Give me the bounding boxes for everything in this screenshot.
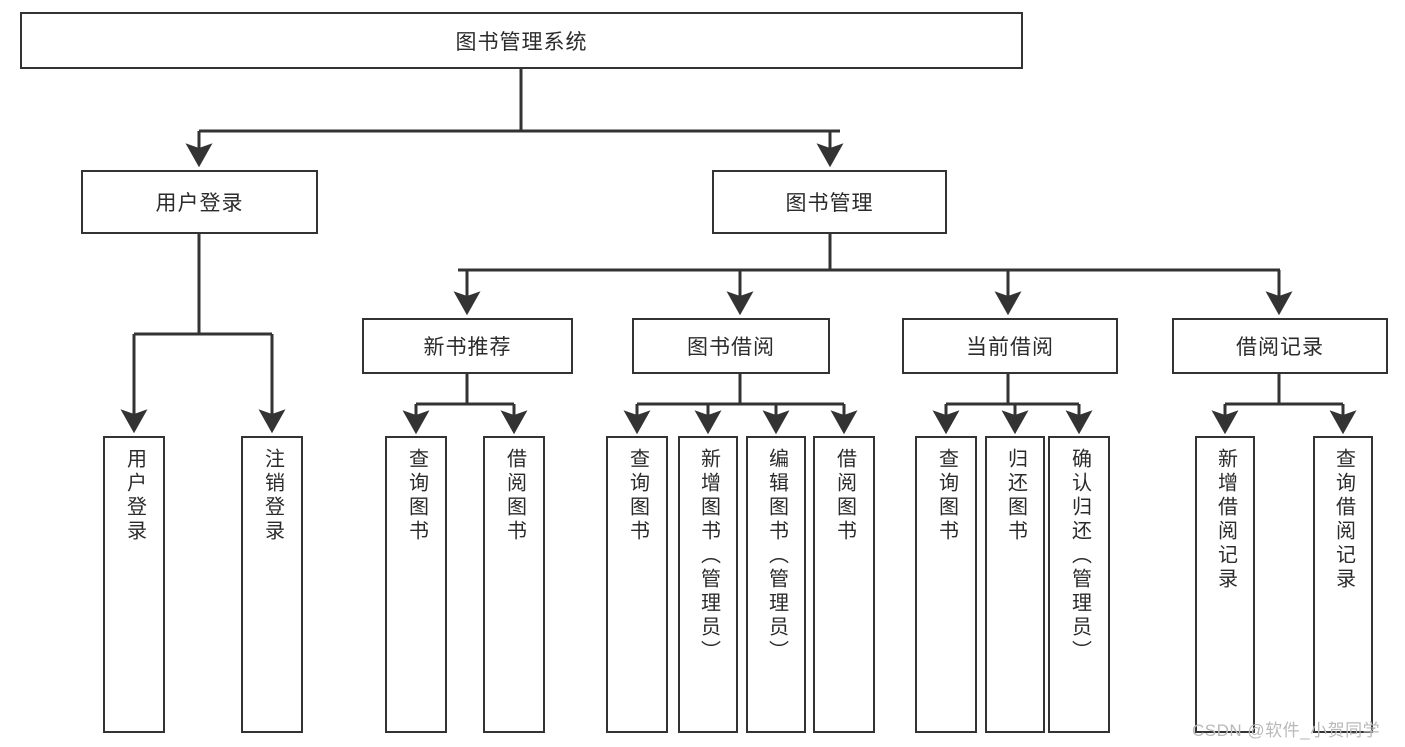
leaf-add-book[interactable]: 新增图书（管理员）: [678, 436, 738, 733]
node-book-borrow-label: 图书借阅: [687, 336, 775, 359]
leaf-add-book-label: 新增图书（管理员）: [697, 448, 720, 664]
leaf-edit-book-label: 编辑图书（管理员）: [765, 448, 788, 664]
leaf-query-book-rec[interactable]: 查询图书: [385, 436, 447, 733]
leaf-return-book-label: 归还图书: [1004, 448, 1027, 544]
leaf-add-record[interactable]: 新增借阅记录: [1195, 436, 1255, 733]
leaf-confirm-return-label: 确认归还（管理员）: [1068, 448, 1091, 664]
node-user-login[interactable]: 用户登录: [81, 170, 318, 234]
leaf-query-book-cur[interactable]: 查询图书: [915, 436, 977, 733]
node-book-manage-label: 图书管理: [785, 192, 874, 215]
leaf-borrow-book-rec-label: 借阅图书: [503, 448, 526, 544]
node-root-label: 图书管理系统: [455, 30, 588, 54]
node-book-manage[interactable]: 图书管理: [712, 170, 947, 234]
node-borrow-record[interactable]: 借阅记录: [1172, 318, 1388, 374]
node-current-borrow-label: 当前借阅: [966, 336, 1054, 359]
leaf-user-login[interactable]: 用户登录: [103, 436, 165, 733]
node-borrow-record-label: 借阅记录: [1236, 336, 1324, 359]
node-current-borrow[interactable]: 当前借阅: [902, 318, 1118, 374]
node-new-book-recommend[interactable]: 新书推荐: [362, 318, 573, 374]
leaf-logout[interactable]: 注销登录: [241, 436, 303, 733]
leaf-user-login-label: 用户登录: [123, 448, 146, 544]
leaf-query-book-rec-label: 查询图书: [405, 448, 428, 544]
csdn-watermark: CSDN @软件_小贺同学: [1192, 721, 1381, 740]
node-root[interactable]: 图书管理系统: [20, 12, 1023, 69]
leaf-borrow-book[interactable]: 借阅图书: [813, 436, 875, 733]
leaf-borrow-book-label: 借阅图书: [833, 448, 856, 544]
leaf-confirm-return[interactable]: 确认归还（管理员）: [1048, 436, 1110, 733]
leaf-query-record-label: 查询借阅记录: [1332, 448, 1355, 592]
leaf-query-book-borrow-label: 查询图书: [626, 448, 649, 544]
leaf-query-record[interactable]: 查询借阅记录: [1313, 436, 1373, 733]
leaf-edit-book[interactable]: 编辑图书（管理员）: [746, 436, 806, 733]
leaf-query-book-borrow[interactable]: 查询图书: [606, 436, 668, 733]
leaf-query-book-cur-label: 查询图书: [935, 448, 958, 544]
leaf-add-record-label: 新增借阅记录: [1214, 448, 1237, 592]
leaf-borrow-book-rec[interactable]: 借阅图书: [483, 436, 545, 733]
node-user-login-label: 用户登录: [155, 192, 244, 215]
node-book-borrow[interactable]: 图书借阅: [632, 318, 830, 374]
leaf-return-book[interactable]: 归还图书: [985, 436, 1045, 733]
leaf-logout-label: 注销登录: [261, 448, 284, 544]
node-new-book-recommend-label: 新书推荐: [423, 336, 512, 359]
